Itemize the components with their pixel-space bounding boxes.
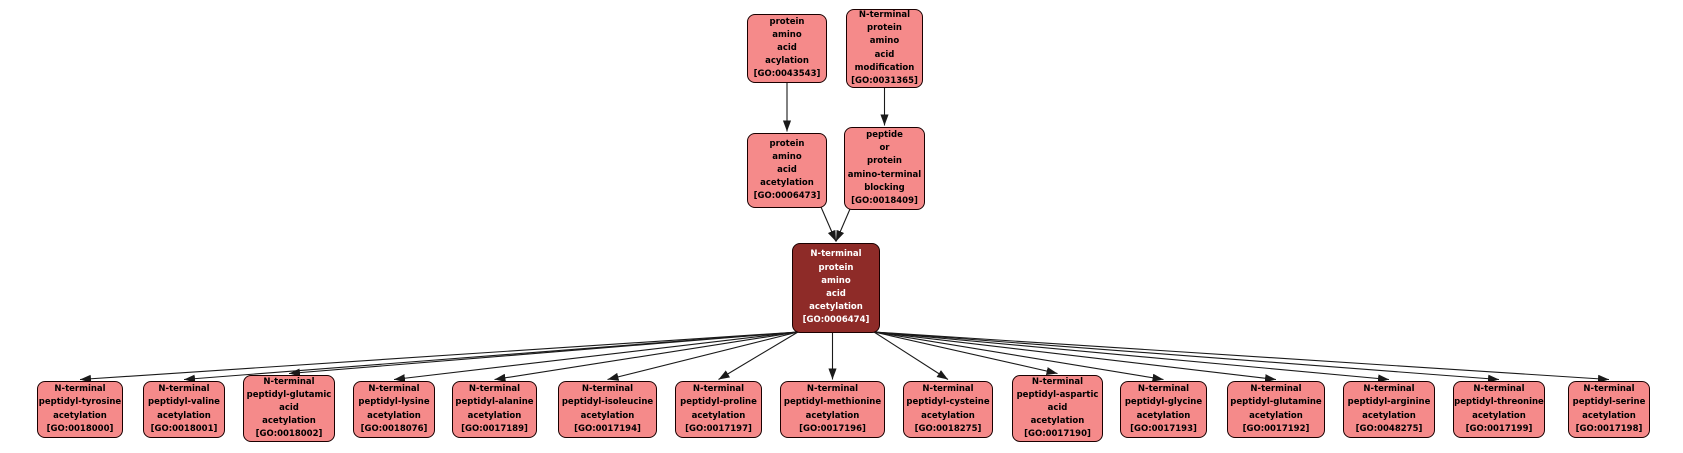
go-term-name: N-terminal peptidyl-aspartic acid acetyl… [1016,376,1099,427]
go-term-peptidyl-arginine-acetylation[interactable]: N-terminal peptidyl-arginine acetylation… [1343,381,1435,438]
go-term-name: N-terminal peptidyl-arginine acetylation [1347,384,1431,421]
go-term-name: N-terminal peptidyl-methionine acetylati… [783,384,882,421]
go-term-name: N-terminal peptidyl-glycine acetylation [1124,384,1203,421]
go-term-id: [GO:0006474] [802,315,870,326]
go-term-id: [GO:0018001] [150,423,218,434]
go-term-peptidyl-tyrosine-acetylation[interactable]: N-terminal peptidyl-tyrosine acetylation… [37,381,123,438]
go-term-peptidyl-lysine-acetylation[interactable]: N-terminal peptidyl-lysine acetylation [… [353,381,435,438]
go-term-peptidyl-aspartic-acid-acetylation[interactable]: N-terminal peptidyl-aspartic acid acetyl… [1012,375,1103,442]
go-term-id: [GO:0017189] [461,423,528,434]
go-term-peptidyl-valine-acetylation[interactable]: N-terminal peptidyl-valine acetylation [… [143,381,225,438]
go-term-name: N-terminal peptidyl-alanine acetylation [455,384,534,421]
go-term-peptidyl-cysteine-acetylation[interactable]: N-terminal peptidyl-cysteine acetylation… [903,381,993,438]
go-term-id: [GO:0017192] [1242,423,1310,434]
go-term-n-terminal-protein-amino-acid-modification[interactable]: N-terminal protein amino acid modificati… [846,9,923,88]
go-term-name: N-terminal peptidyl-isoleucine acetylati… [561,384,654,421]
go-term-peptidyl-threonine-acetylation[interactable]: N-terminal peptidyl-threonine acetylatio… [1453,381,1545,438]
go-term-name: N-terminal peptidyl-serine acetylation [1572,384,1646,421]
go-term-peptidyl-isoleucine-acetylation[interactable]: N-terminal peptidyl-isoleucine acetylati… [558,381,657,438]
go-term-name: N-terminal protein amino acid modificati… [854,9,915,73]
go-term-peptidyl-methionine-acetylation[interactable]: N-terminal peptidyl-methionine acetylati… [780,381,885,438]
go-term-id: [GO:0017197] [685,423,752,434]
go-term-name: protein amino acid acylation [765,16,809,67]
go-term-id: [GO:0017190] [1024,429,1091,440]
go-term-id: [GO:0018275] [914,423,982,434]
go-term-peptidyl-alanine-acetylation[interactable]: N-terminal peptidyl-alanine acetylation … [452,381,537,438]
go-term-id: [GO:0017199] [1465,423,1533,434]
go-term-n-terminal-protein-amino-acid-acetylation-selected[interactable]: N-terminal protein amino acid acetylatio… [792,243,880,333]
go-term-name: N-terminal peptidyl-glutamic acid acetyl… [246,376,332,427]
go-term-id: [GO:0017193] [1130,423,1197,434]
go-term-name: N-terminal peptidyl-tyrosine acetylation [38,384,122,421]
go-term-name: N-terminal peptidyl-cysteine acetylation [906,384,990,421]
go-term-peptidyl-glutamic-acid-acetylation[interactable]: N-terminal peptidyl-glutamic acid acetyl… [243,375,335,442]
go-term-name: N-terminal peptidyl-glutamine acetylatio… [1230,384,1322,421]
go-term-id: [GO:0031365] [851,75,918,86]
go-term-id: [GO:0043543] [753,69,821,80]
go-term-name: N-terminal peptidyl-lysine acetylation [358,384,430,421]
go-term-name: N-terminal peptidyl-threonine acetylatio… [1454,384,1544,421]
go-term-id: [GO:0006473] [753,191,821,202]
go-term-id: [GO:0017198] [1575,423,1643,434]
go-term-name: protein amino acid acetylation [760,138,814,189]
go-term-peptidyl-glutamine-acetylation[interactable]: N-terminal peptidyl-glutamine acetylatio… [1227,381,1325,438]
go-term-id: [GO:0018000] [46,423,114,434]
go-term-peptidyl-proline-acetylation[interactable]: N-terminal peptidyl-proline acetylation … [675,381,762,438]
go-term-protein-amino-acid-acetylation[interactable]: protein amino acid acetylation [GO:00064… [747,133,827,208]
go-term-name: N-terminal protein amino acid acetylatio… [809,249,863,313]
go-term-name: N-terminal peptidyl-proline acetylation [680,384,757,421]
go-term-peptide-or-protein-amino-terminal-blocking[interactable]: peptide or protein amino-terminal blocki… [844,127,925,210]
go-term-id: [GO:0018076] [360,423,428,434]
go-term-id: [GO:0017196] [799,423,866,434]
go-term-peptidyl-glycine-acetylation[interactable]: N-terminal peptidyl-glycine acetylation … [1120,381,1207,438]
go-term-protein-amino-acid-acylation[interactable]: protein amino acid acylation [GO:0043543… [747,14,827,83]
go-term-id: [GO:0048275] [1355,423,1423,434]
go-term-name: peptide or protein amino-terminal blocki… [847,129,922,193]
go-term-id: [GO:0018002] [255,429,323,440]
go-term-name: N-terminal peptidyl-valine acetylation [148,384,220,421]
go-term-peptidyl-serine-acetylation[interactable]: N-terminal peptidyl-serine acetylation [… [1568,381,1650,438]
go-term-id: [GO:0017194] [574,423,641,434]
go-term-id: [GO:0018409] [851,195,918,206]
